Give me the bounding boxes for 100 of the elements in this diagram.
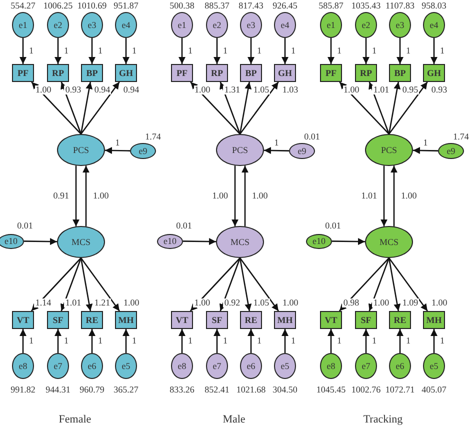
edge-label: 1	[439, 46, 446, 56]
variance-value: 926.45	[272, 2, 298, 10]
edge-label: 1.00	[430, 298, 448, 308]
edge-label: 1	[405, 336, 412, 346]
edge-label: 1	[371, 46, 378, 56]
variance-value: 1.74	[453, 132, 469, 142]
error-circle: e6	[240, 353, 262, 379]
error-circle: e7	[206, 353, 228, 379]
edge-label: 1.31	[223, 86, 242, 94]
variance-value: 554.27	[10, 2, 36, 10]
error-circle: e9	[438, 143, 464, 159]
variance-value: 1021.68	[236, 386, 266, 394]
variance-value: 944.31	[46, 386, 70, 394]
arrow	[214, 329, 220, 353]
arrow	[239, 258, 279, 312]
arrow	[232, 166, 238, 226]
latent-ellipse: MCS	[57, 226, 105, 258]
edge-label: 1	[131, 336, 138, 346]
indicator-box: PF	[320, 64, 342, 82]
edge-label: 1	[439, 336, 446, 346]
error-circle: e1	[12, 12, 34, 38]
arrow	[396, 329, 404, 353]
indicator-box: PF	[12, 64, 34, 82]
variance-value: 0.01	[17, 222, 33, 230]
arrow	[31, 82, 82, 134]
arrow	[388, 82, 401, 134]
edge-label: 1.01	[64, 298, 82, 308]
arrow	[182, 238, 216, 246]
arrow	[104, 147, 130, 154]
arrow	[430, 329, 438, 353]
edge-label: 1.21	[93, 298, 112, 308]
error-circle: e9	[289, 143, 315, 159]
error-circle: e8	[171, 353, 193, 379]
error-circle: e1	[171, 12, 193, 38]
edge-label: 1	[97, 46, 104, 56]
edge-label: 0.93	[64, 86, 82, 94]
edge-label: 1	[256, 46, 262, 56]
arrow	[328, 38, 334, 64]
arrow	[388, 82, 428, 134]
arrow	[339, 82, 390, 134]
error-circle: e3	[81, 12, 103, 38]
edge-label: 1.00	[122, 298, 140, 308]
indicator-box: VT	[320, 311, 342, 329]
edge-label: 1.05	[252, 298, 270, 308]
arrow	[282, 38, 288, 64]
latent-ellipse: PCS	[57, 134, 105, 166]
edge-label: 0.94	[93, 86, 112, 94]
arrow	[122, 38, 130, 64]
edge-label: 1	[273, 138, 280, 148]
arrow	[328, 329, 334, 353]
edge-label: 0.91	[52, 192, 70, 200]
variance-value: 0.01	[325, 222, 341, 230]
arrow	[338, 258, 390, 312]
error-circle: e3	[240, 12, 262, 38]
arrow	[178, 38, 186, 64]
indicator-box: GH	[115, 64, 137, 82]
arrow	[248, 38, 254, 64]
indicator-box: RP	[47, 64, 69, 82]
edge-label: 1	[28, 46, 34, 56]
variance-value: 885.37	[204, 2, 230, 10]
variance-value: 1006.25	[43, 2, 73, 10]
arrow	[20, 329, 26, 353]
edge-label: 1	[187, 46, 194, 56]
panel-title: Tracking	[363, 414, 403, 426]
edge-label: 1.00	[92, 192, 110, 200]
error-circle: e9	[130, 143, 156, 159]
latent-ellipse: MCS	[365, 226, 413, 258]
arrow	[396, 38, 404, 64]
edge-label: 1	[290, 336, 296, 346]
edge-label: 1.01	[360, 192, 378, 200]
indicator-box: RE	[240, 311, 262, 329]
edge-label: 1.09	[401, 298, 420, 308]
edge-label: 1	[63, 46, 70, 56]
edge-label: 1	[131, 46, 138, 56]
error-circle: e10	[306, 234, 332, 248]
indicator-box: GH	[274, 64, 296, 82]
arrow	[282, 329, 288, 353]
arrow	[82, 166, 90, 226]
variance-value: 0.01	[304, 132, 320, 142]
arrow	[368, 258, 390, 312]
edge-label: 1.00	[251, 192, 269, 200]
variance-value: 991.82	[10, 386, 36, 394]
variance-value: 0.01	[176, 222, 192, 230]
edge-label: 1	[28, 336, 34, 346]
variance-value: 1072.71	[385, 386, 415, 394]
edge-label: 1	[336, 46, 342, 56]
arrow	[248, 329, 254, 353]
latent-ellipse: PCS	[365, 134, 413, 166]
arrow	[80, 258, 120, 312]
edge-label: 1.00	[281, 298, 300, 308]
arrow	[80, 82, 93, 134]
arrow	[239, 258, 252, 312]
error-circle: e2	[206, 12, 228, 38]
indicator-box: VT	[171, 311, 193, 329]
indicator-box: RE	[81, 311, 103, 329]
arrow	[380, 166, 388, 226]
arrow	[220, 82, 241, 134]
error-circle: e1	[320, 12, 342, 38]
error-circle: e10	[157, 234, 183, 248]
error-circle: e2	[355, 12, 377, 38]
